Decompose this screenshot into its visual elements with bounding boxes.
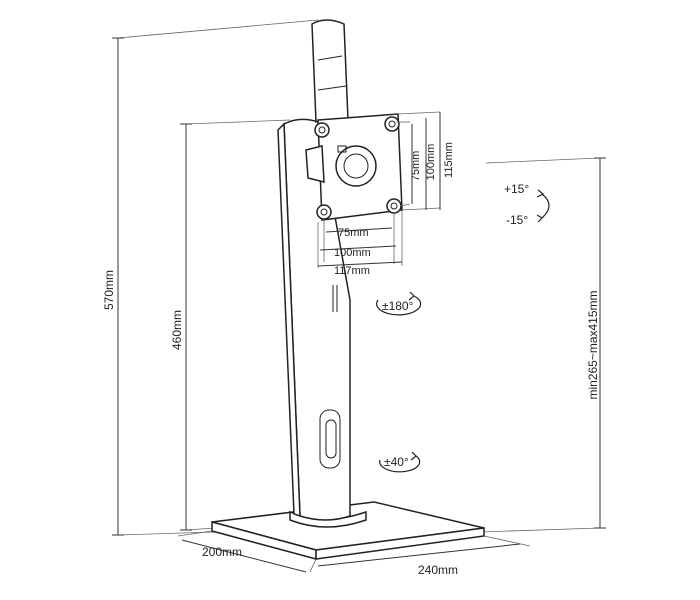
vesa-width-dimensions: 75mm 100mm 117mm: [317, 210, 403, 277]
vesa-mid-width-label: 100mm: [334, 247, 371, 259]
swivel-label: ±40°: [384, 455, 409, 469]
dimension-pole-height: 460mm: [170, 123, 192, 531]
upper-post: [311, 19, 349, 123]
stand-column: [277, 118, 367, 528]
vesa-inner-height-label: 75mm: [410, 151, 422, 182]
base-depth-label: 200mm: [202, 545, 242, 559]
tilt-up-label: +15°: [504, 182, 529, 196]
vesa-height-dimensions: 75mm 100mm 115mm: [396, 111, 455, 211]
rotation-indicator: ±180°: [376, 291, 422, 316]
vesa-outer-width-label: 117mm: [334, 265, 370, 277]
dimension-base-depth: 200mm: [177, 530, 317, 573]
extension-lines: [117, 19, 601, 536]
pole-height-label: 460mm: [170, 310, 184, 350]
vesa-inner-width-label: 75mm: [338, 227, 369, 239]
tilt-down-label: -15°: [506, 213, 528, 227]
vesa-outer-height-label: 115mm: [443, 142, 455, 178]
dimension-base-width: 240mm: [317, 535, 531, 577]
dimension-height-range: min265~max415mm: [586, 157, 606, 529]
vesa-plate: [305, 113, 403, 221]
swivel-indicator: ±40°: [379, 451, 421, 473]
vesa-mid-height-label: 100mm: [425, 144, 437, 181]
dimension-total-height: 570mm: [102, 37, 124, 536]
tilt-indicator: +15° -15°: [504, 182, 550, 227]
base-width-label: 240mm: [418, 563, 458, 577]
total-height-label: 570mm: [102, 270, 116, 310]
height-range-label: min265~max415mm: [586, 290, 600, 399]
rotation-label: ±180°: [382, 299, 414, 313]
